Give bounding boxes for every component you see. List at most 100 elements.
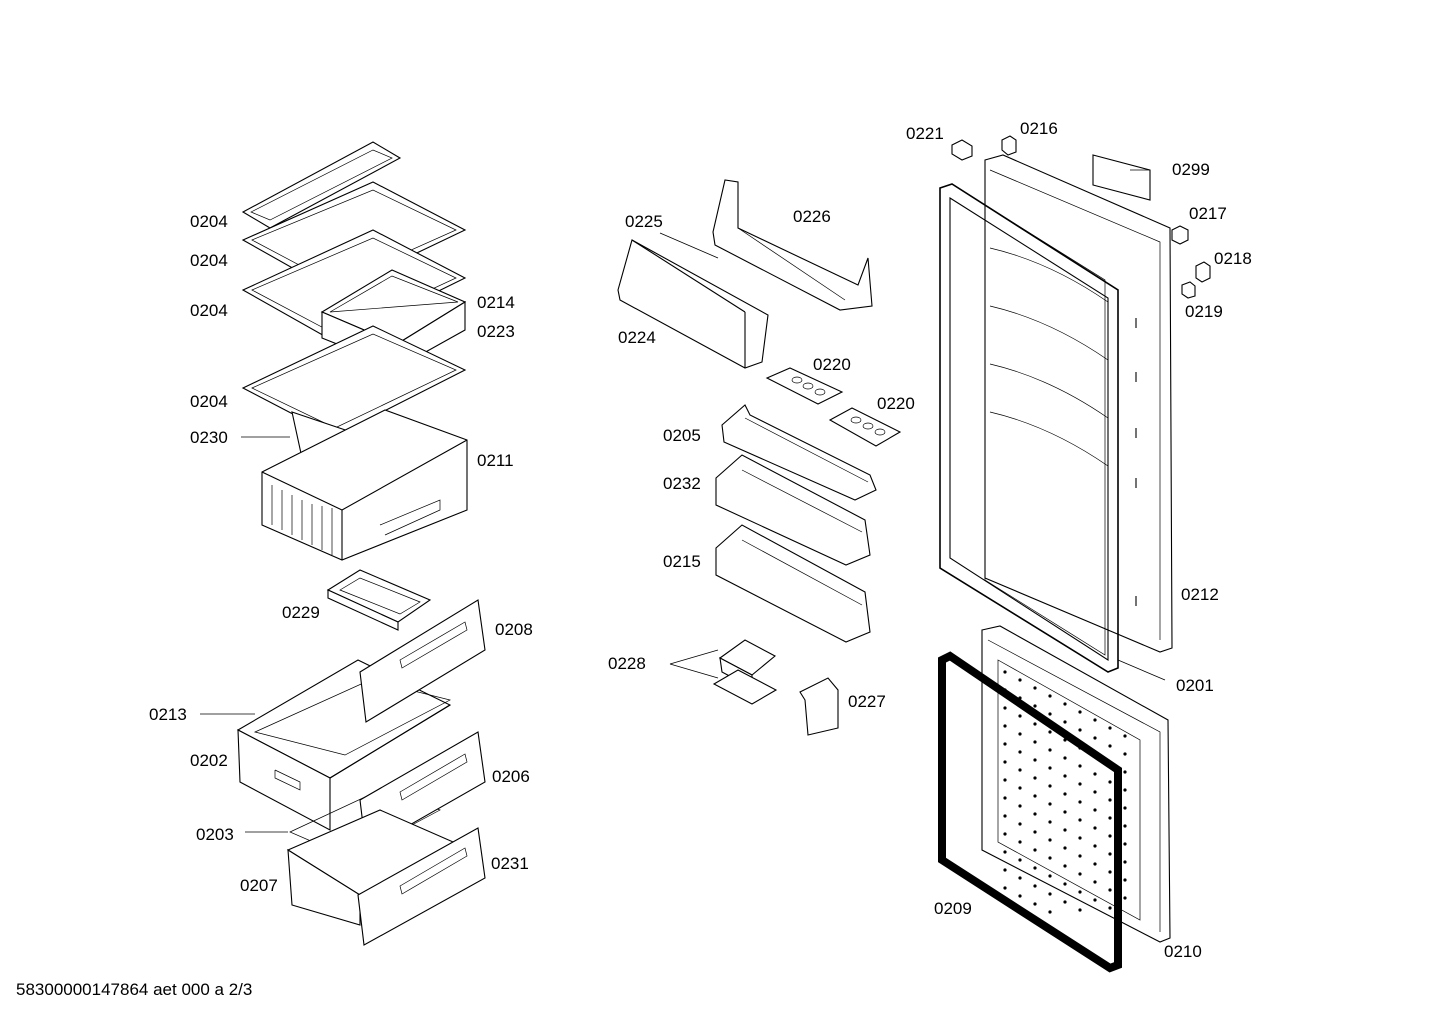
liner-dot [1018, 858, 1022, 862]
liner-dot [1018, 822, 1022, 826]
label-0221: 0221 [906, 124, 944, 143]
label-0211: 0211 [477, 451, 514, 470]
liner-dot [1063, 846, 1067, 850]
liner-dot [1003, 706, 1007, 710]
butter-shelf-0226 [712, 179, 873, 311]
liner-dot [1078, 728, 1082, 732]
liner-dot [1048, 694, 1052, 698]
hinge-0221 [951, 139, 973, 161]
label-0232: 0232 [663, 474, 701, 493]
label-0215: 0215 [663, 552, 701, 571]
label-0210: 0210 [1164, 942, 1202, 961]
liner-dot [1093, 880, 1097, 884]
liner-dot [1108, 798, 1112, 802]
label-0299: 0299 [1172, 160, 1210, 179]
liner-dot [1048, 802, 1052, 806]
liner-dot [1033, 902, 1037, 906]
ice-tray-0229 [326, 569, 432, 631]
liner-dot [1033, 884, 1037, 888]
liner-dot [1018, 768, 1022, 772]
liner-dot [1078, 908, 1082, 912]
glass-shelf-0204-third [241, 229, 467, 343]
liner-dot [1108, 834, 1112, 838]
label-0204-c: 0204 [190, 301, 228, 320]
liner-dot [1048, 856, 1052, 860]
liner-dot [1123, 734, 1127, 738]
liner-dot [1123, 824, 1127, 828]
liner-dot [1123, 806, 1127, 810]
door-bin-0205 [721, 404, 877, 501]
liner-dot [1093, 826, 1097, 830]
label-0201: 0201 [1176, 676, 1214, 695]
liner-dot [1123, 878, 1127, 882]
glass-plate-0213 [253, 679, 451, 756]
liner-dot [1063, 882, 1067, 886]
liner-dot [1123, 860, 1127, 864]
liner-dot [1063, 900, 1067, 904]
butter-lid-0224 [617, 239, 769, 369]
liner-dot [1123, 752, 1127, 756]
liner-dot [1033, 866, 1037, 870]
liner-dot [1108, 780, 1112, 784]
liner-dot [1003, 724, 1007, 728]
label-0224: 0224 [618, 328, 656, 347]
label-0209: 0209 [934, 899, 972, 918]
liner-dot [1123, 770, 1127, 774]
liner-dot [1033, 794, 1037, 798]
hinge-0217 [1171, 225, 1189, 245]
liner-dot [1003, 886, 1007, 890]
liner-dot [1093, 736, 1097, 740]
holder-0227 [799, 677, 839, 736]
liner-dot [1063, 864, 1067, 868]
liner-dot [1093, 718, 1097, 722]
liner-dot [1093, 772, 1097, 776]
label-0226: 0226 [793, 207, 831, 226]
hinge-0219 [1181, 281, 1196, 299]
drawer-front-0231 [357, 827, 486, 946]
liner-dot [1063, 810, 1067, 814]
label-0220-b: 0220 [877, 394, 915, 413]
liner-dot [1033, 704, 1037, 708]
label-0212: 0212 [1181, 585, 1219, 604]
fruit-drawer-0211 [261, 409, 468, 561]
liner-dot [1018, 714, 1022, 718]
upper-door-liner [984, 204, 1137, 656]
label-0204-d: 0204 [190, 392, 228, 411]
label-0204-a: 0204 [190, 212, 228, 231]
liner-dot [1048, 748, 1052, 752]
liner-dot [1108, 816, 1112, 820]
liner-dot [1078, 800, 1082, 804]
label-0218: 0218 [1214, 249, 1252, 268]
label-0299 [1092, 154, 1151, 201]
liner-dot [1078, 890, 1082, 894]
liner-dot [1123, 842, 1127, 846]
label-0230: 0230 [190, 428, 228, 447]
label-0213: 0213 [149, 705, 187, 724]
liner-dot [1093, 808, 1097, 812]
label-0228: 0228 [608, 654, 646, 673]
liner-dot [1003, 796, 1007, 800]
label-0202: 0202 [190, 751, 228, 770]
liner-dot [1048, 730, 1052, 734]
hinge-0216 [1001, 135, 1017, 156]
liner-dot [1063, 774, 1067, 778]
liner-dot [1033, 812, 1037, 816]
liner-dot [1063, 720, 1067, 724]
liner-dot [1018, 678, 1022, 682]
liner-dot [1048, 820, 1052, 824]
liner-dot [1033, 686, 1037, 690]
liner-dot [1018, 894, 1022, 898]
liner-dot [1108, 870, 1112, 874]
upper-door-0212 [984, 154, 1173, 653]
liner-dot [1003, 814, 1007, 818]
label-0216: 0216 [1020, 119, 1058, 138]
lower-door-0210 [981, 625, 1171, 943]
liner-dot [1018, 840, 1022, 844]
liner-dot [1108, 726, 1112, 730]
liner-dot [1048, 874, 1052, 878]
liner-dot [1003, 742, 1007, 746]
liner-dot [1078, 818, 1082, 822]
liner-dot [1033, 758, 1037, 762]
liner-dot [1063, 828, 1067, 832]
liner-dot [1093, 898, 1097, 902]
